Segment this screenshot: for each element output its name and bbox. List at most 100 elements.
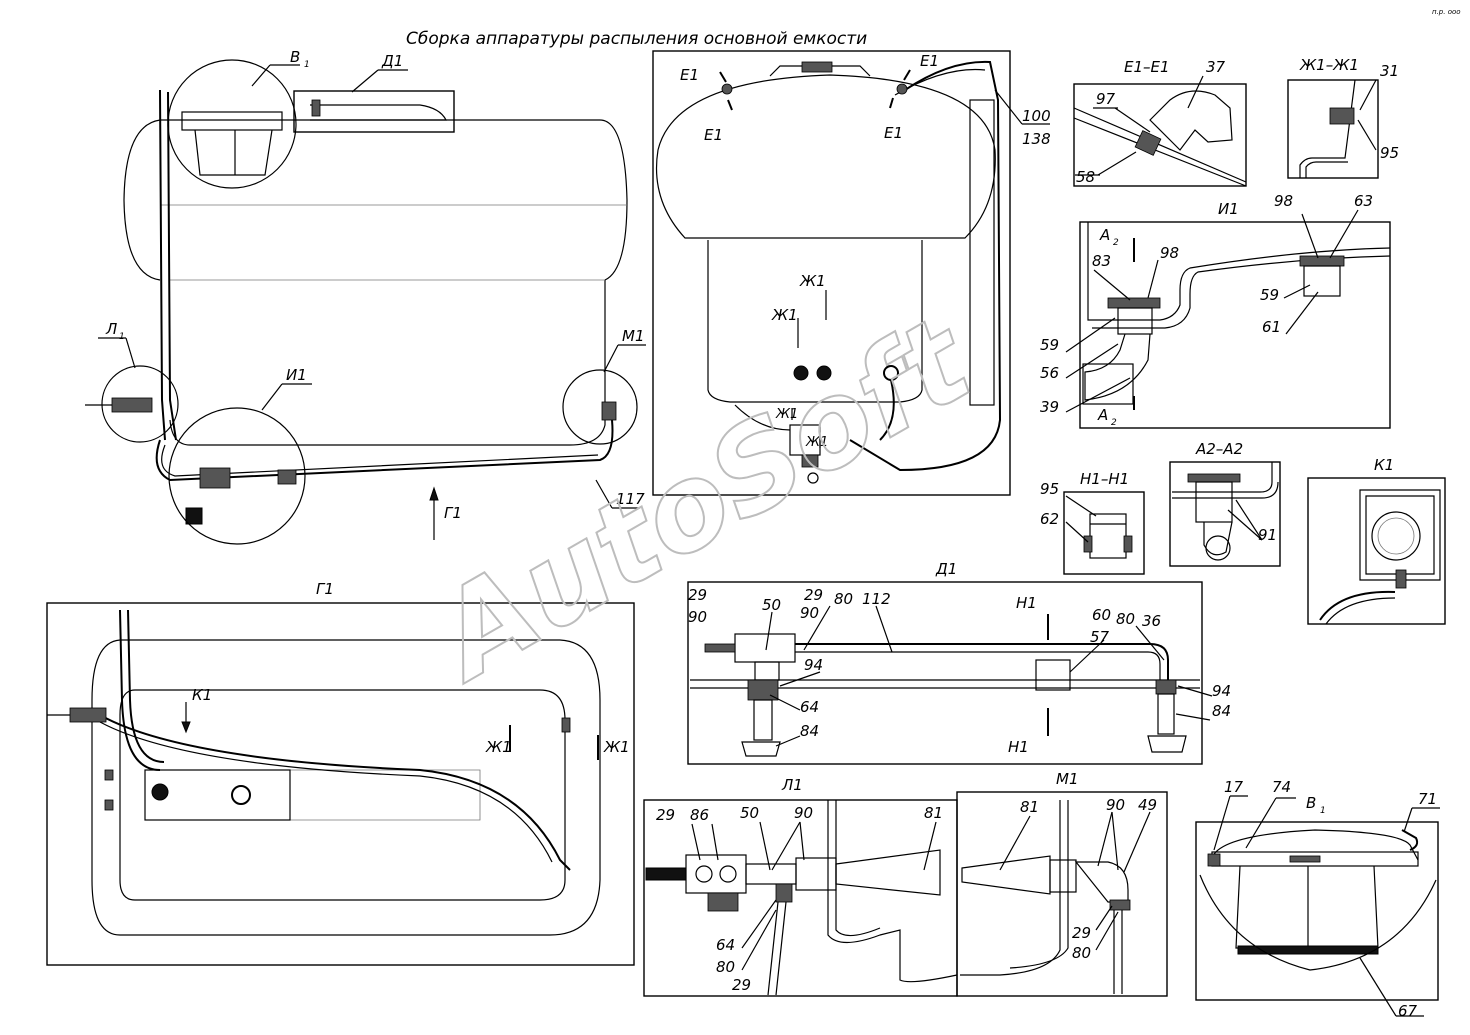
section-n1n1 xyxy=(1063,491,1145,575)
detail-d1 xyxy=(687,581,1213,765)
section-zh1zh1 xyxy=(1287,79,1379,179)
view-g1 xyxy=(46,602,635,966)
callout-58: 58 xyxy=(1076,168,1095,186)
callout-95-b: 95 xyxy=(1040,480,1059,498)
section-mark-zh1-g1a: Ж1 xyxy=(485,738,512,756)
view-label-i1: И1 xyxy=(286,366,307,384)
tank-front-view xyxy=(652,50,1050,496)
callout-90-d1: 90 xyxy=(688,608,707,626)
section-mark-n1-a: Н1 xyxy=(1016,594,1037,612)
drawing-title: Сборка аппаратуры распыления основной ем… xyxy=(406,29,867,49)
callout-98-b: 98 xyxy=(1274,192,1293,210)
section-mark-zh1-g1b: Ж1 xyxy=(603,738,630,756)
view-label-l1: Л xyxy=(105,320,117,338)
view-label-a2a2: А2–А2 xyxy=(1195,440,1243,458)
section-mark-e1-d: Е1 xyxy=(884,124,903,142)
section-mark-zh1-c: Ж1 xyxy=(775,407,798,422)
view-label-d1-detail: Д1 xyxy=(935,560,957,578)
detail-circle-v1 xyxy=(167,59,297,189)
detail-v1 xyxy=(1195,795,1440,1017)
callout-63: 63 xyxy=(1354,192,1373,210)
section-mark-n1-b: Н1 xyxy=(1008,738,1029,756)
callout-50-l1: 50 xyxy=(740,804,759,822)
callout-29-d1b: 29 xyxy=(804,586,823,604)
callout-71: 71 xyxy=(1418,790,1437,808)
callout-61: 61 xyxy=(1262,318,1281,336)
callout-17: 17 xyxy=(1224,778,1244,796)
callout-117: 117 xyxy=(616,490,645,508)
section-i1 xyxy=(1065,209,1391,429)
view-label-zh1zh1: Ж1–Ж1 xyxy=(1299,56,1359,74)
view-label-i1-detail: И1 xyxy=(1218,200,1239,218)
callout-59-b: 59 xyxy=(1260,286,1279,304)
callout-60: 60 xyxy=(1092,606,1111,624)
callout-98-a: 98 xyxy=(1160,244,1179,262)
view-label-m1-detail: М1 xyxy=(1056,770,1079,788)
section-mark-zh1-d: Ж1 xyxy=(805,435,828,450)
callout-31: 31 xyxy=(1380,62,1399,80)
callout-138: 138 xyxy=(1022,130,1051,148)
section-mark-zh1-a: Ж1 xyxy=(799,272,826,290)
callout-95-a: 95 xyxy=(1380,144,1399,162)
callout-36: 36 xyxy=(1142,612,1161,630)
tank-side-view xyxy=(85,59,646,545)
callout-80-d1b: 80 xyxy=(1116,610,1135,628)
callout-57: 57 xyxy=(1090,628,1110,646)
view-label-v1-sub: 1 xyxy=(304,60,310,70)
callout-49: 49 xyxy=(1138,796,1157,814)
callout-39: 39 xyxy=(1040,398,1059,416)
section-mark-e1-b: Е1 xyxy=(920,52,939,70)
section-mark-a2-bottom-sub: 2 xyxy=(1111,418,1117,428)
detail-circle-i1 xyxy=(168,407,306,545)
section-mark-zh1-b: Ж1 xyxy=(771,306,798,324)
detail-circle-m1 xyxy=(562,369,638,445)
callout-29-l1: 29 xyxy=(656,806,675,824)
callout-62: 62 xyxy=(1040,510,1059,528)
section-mark-a2-top-sub: 2 xyxy=(1113,238,1119,248)
view-label-v1-detail: В xyxy=(1306,794,1316,812)
callout-59-a: 59 xyxy=(1040,336,1059,354)
view-k1 xyxy=(1307,477,1446,625)
view-label-g1: Г1 xyxy=(316,580,334,598)
section-mark-a2-top: А xyxy=(1099,226,1110,244)
callout-29-m1: 29 xyxy=(1072,924,1091,942)
callout-83: 83 xyxy=(1092,252,1111,270)
callout-94-b: 94 xyxy=(1212,682,1231,700)
detail-l1 xyxy=(643,799,958,997)
callout-97: 97 xyxy=(1096,90,1116,108)
section-a2a2 xyxy=(1169,461,1281,567)
callout-112: 112 xyxy=(862,590,891,608)
callout-80-l1: 80 xyxy=(716,958,735,976)
corner-mark: п.р. ооо xyxy=(1432,8,1461,16)
section-mark-k1: К1 xyxy=(192,686,212,704)
callout-29-d1: 29 xyxy=(688,586,707,604)
view-label-k1: К1 xyxy=(1374,456,1394,474)
section-mark-e1-a: Е1 xyxy=(680,66,699,84)
callout-67: 67 xyxy=(1398,1002,1418,1020)
callout-100: 100 xyxy=(1022,107,1051,125)
callout-94-a: 94 xyxy=(804,656,823,674)
callout-81-l1: 81 xyxy=(924,804,943,822)
callout-80-m1: 80 xyxy=(1072,944,1091,962)
section-mark-e1-c: Е1 xyxy=(704,126,723,144)
view-label-v1-detail-sub: 1 xyxy=(1320,806,1326,816)
section-mark-a2-bottom: А xyxy=(1097,406,1108,424)
callout-64-d1: 64 xyxy=(800,698,819,716)
callout-91: 91 xyxy=(1258,526,1277,544)
callout-84-b: 84 xyxy=(1212,702,1231,720)
view-label-n1n1: Н1–Н1 xyxy=(1080,470,1129,488)
callout-81-m1: 81 xyxy=(1020,798,1039,816)
view-label-l1-detail: Л1 xyxy=(781,776,803,794)
callout-80-d1: 80 xyxy=(834,590,853,608)
detail-m1 xyxy=(956,791,1168,997)
callout-90-d1b: 90 xyxy=(800,604,819,622)
detail-circle-l1 xyxy=(101,365,179,443)
watermark: AutoSoft xyxy=(408,289,996,708)
callout-86: 86 xyxy=(690,806,709,824)
view-label-v1: В xyxy=(290,48,300,66)
view-label-e1e1: Е1–Е1 xyxy=(1124,58,1170,76)
callout-90-m1: 90 xyxy=(1106,796,1125,814)
callout-90-l1: 90 xyxy=(794,804,813,822)
view-arrow-g1: Г1 xyxy=(444,504,462,522)
